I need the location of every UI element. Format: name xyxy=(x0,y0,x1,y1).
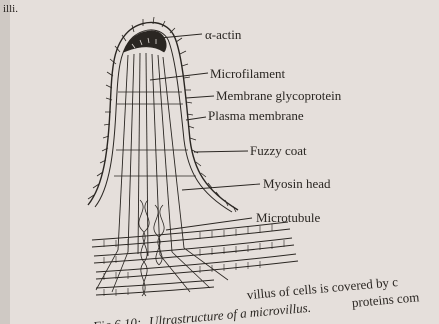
alpha-actin-cap xyxy=(124,31,166,52)
leader-alpha-actin xyxy=(160,34,202,38)
label-plasma-membrane: Plasma membrane xyxy=(208,108,304,123)
label-alpha-actin: α-actin xyxy=(205,27,242,42)
caption-continuation-2: proteins com xyxy=(351,289,420,310)
leader-lines xyxy=(150,34,260,230)
left-margin-shadow xyxy=(0,0,10,324)
helical-filaments xyxy=(139,200,164,296)
microfilament-bundle xyxy=(118,53,184,256)
figure-caption: Fig 6.10: Ultrastructure of a microvillu… xyxy=(90,272,420,324)
leader-microtubule xyxy=(166,218,252,230)
label-microtubule: Microtubule xyxy=(256,210,320,225)
label-fuzzy-coat: Fuzzy coat xyxy=(250,143,307,158)
label-membrane-glycoprotein: Membrane glycoprotein xyxy=(216,88,342,103)
leader-membrane-glycoprotein xyxy=(186,96,214,98)
labels: α-actin Microfilament Membrane glycoprot… xyxy=(205,27,342,225)
leader-myosin-head xyxy=(182,184,260,190)
leader-fuzzy-coat xyxy=(194,151,248,152)
corner-text: illi. xyxy=(3,3,18,15)
label-microfilament: Microfilament xyxy=(210,66,285,81)
leader-microfilament xyxy=(150,73,208,80)
label-myosin-head: Myosin head xyxy=(263,176,331,191)
caption-line-1: Fig 6.10: Ultrastructure of a microvillu… xyxy=(91,299,311,324)
leader-plasma-membrane xyxy=(186,117,206,120)
microtubule-bundle xyxy=(92,222,298,295)
